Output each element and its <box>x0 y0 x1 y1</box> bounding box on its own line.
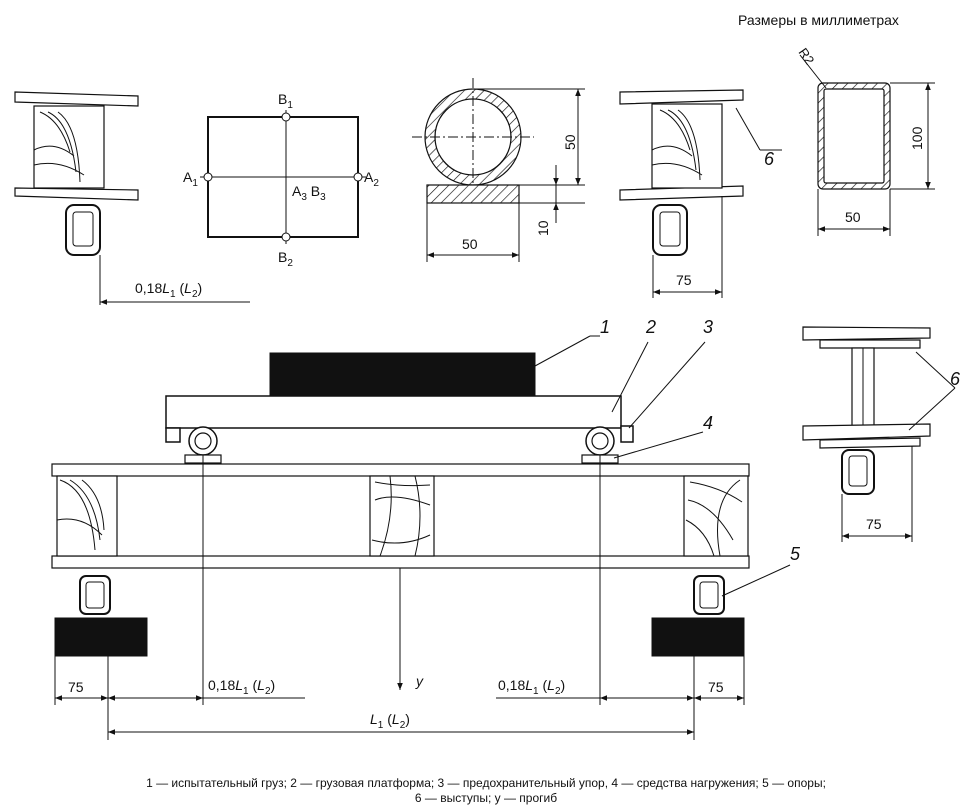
plan-view-points <box>200 110 366 244</box>
units-note: Размеры в миллиметрах <box>738 12 899 28</box>
rect-tube-section <box>817 82 891 190</box>
dim-left-018: 0,18L1 (L2) <box>208 677 275 697</box>
callout-6-main: 6 <box>950 369 961 389</box>
dim-support-75: 75 <box>676 272 692 288</box>
dim-pipe-width: 50 <box>462 236 478 252</box>
callout-6-top: 6 <box>764 149 775 169</box>
dim-right-75: 75 <box>708 679 724 695</box>
callout-3: 3 <box>703 317 713 337</box>
test-load <box>269 352 536 397</box>
callout-4: 4 <box>703 413 713 433</box>
dim-span: L1 (L2) <box>370 711 410 731</box>
dim-rect-100: 100 <box>909 126 925 150</box>
support-detail-left <box>14 91 139 256</box>
pipe-section <box>412 78 534 204</box>
dim-pipe-10: 10 <box>535 220 551 236</box>
dim-radius: R2 <box>796 45 818 67</box>
dim-018-top: 0,18L1 (L2) <box>135 280 202 300</box>
deflection-y: y <box>415 673 424 689</box>
dim-right-018: 0,18L1 (L2) <box>498 677 565 697</box>
support-detail-right <box>619 89 744 256</box>
dim-side-75: 75 <box>866 516 882 532</box>
legend-line-1: 1 — испытательный груз; 2 — грузовая пла… <box>146 776 826 790</box>
loading-rollers <box>184 426 619 464</box>
load-platform <box>165 395 634 443</box>
label-B1: B1 <box>278 91 293 111</box>
projection-detail <box>802 326 931 495</box>
legend-line-2: 6 — выступы; y — прогиб <box>415 791 557 805</box>
label-A2: A2 <box>364 169 379 189</box>
dim-left-75: 75 <box>68 679 84 695</box>
callout-2: 2 <box>645 317 656 337</box>
callout-1: 1 <box>600 317 610 337</box>
dim-rect-50: 50 <box>845 209 861 225</box>
label-B2: B2 <box>278 249 293 269</box>
label-A3B3: A3 B3 <box>292 183 326 203</box>
label-A1: A1 <box>183 169 198 189</box>
dim-pipe-50: 50 <box>562 134 578 150</box>
pallet-specimen <box>51 463 750 569</box>
callout-5: 5 <box>790 544 801 564</box>
supports <box>54 575 745 657</box>
